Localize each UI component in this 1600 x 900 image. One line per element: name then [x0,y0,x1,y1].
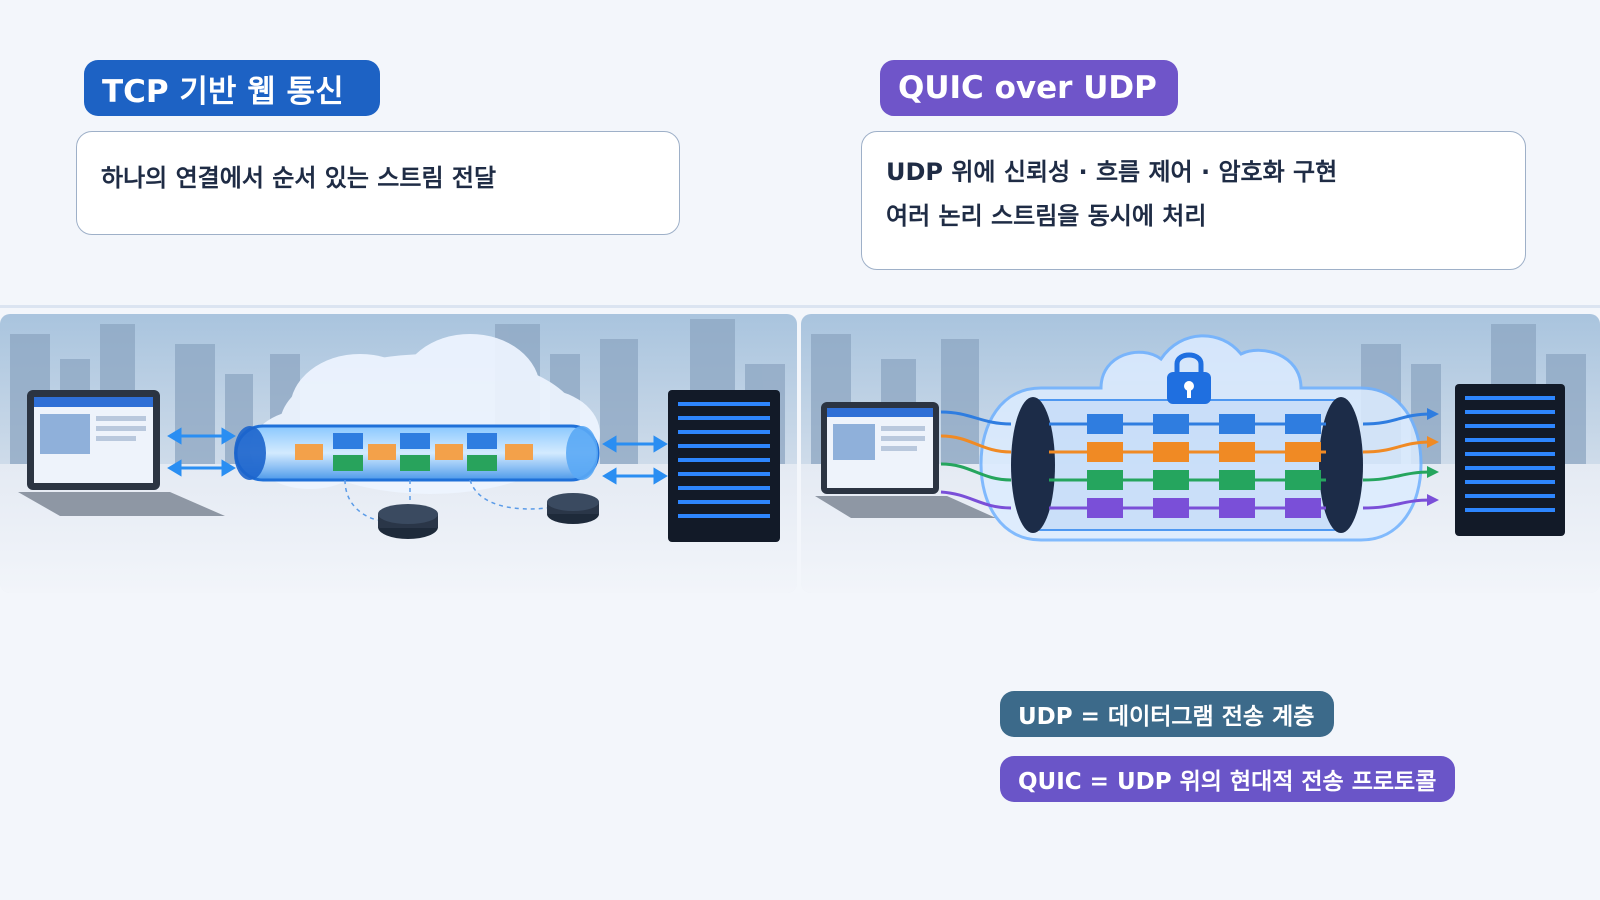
quic-definition-text: QUIC = UDP 위의 현대적 전송 프로토콜 [1018,769,1437,795]
quic-illustration-svg [801,314,1600,593]
stream-packets [1087,414,1321,518]
bidirectional-arrows-left [167,427,236,477]
quic-title-badge: QUIC over UDP [880,60,1178,116]
tcp-title-badge: TCP 기반 웹 통신 [84,60,380,116]
quic-illustration [801,314,1600,593]
tcp-title: TCP 기반 웹 통신 [102,73,344,110]
laptop-icon [18,390,225,516]
quic-description-card: UDP 위에 신뢰성 · 흐름 제어 · 암호화 구현 여러 논리 스트림을 동… [861,131,1526,270]
tcp-illustration-svg [0,314,797,593]
stream-arrows-right [1362,412,1432,510]
bidirectional-arrows-right [602,435,668,485]
router-icon [378,493,599,539]
udp-definition-text: UDP = 데이터그램 전송 계층 [1018,704,1315,730]
server-rack-icon [1455,384,1565,536]
tcp-description-card: 하나의 연결에서 순서 있는 스트림 전달 [76,131,680,235]
quic-definition-badge: QUIC = UDP 위의 현대적 전송 프로토콜 [1000,756,1455,802]
quic-description-line-1: UDP 위에 신뢰성 · 흐름 제어 · 암호화 구현 [886,158,1338,186]
tcp-illustration [0,314,797,593]
quic-title: QUIC over UDP [898,70,1157,106]
section-divider [0,305,1600,308]
laptop-icon [815,402,996,518]
pipe-tunnel-icon [234,424,600,482]
router-links [344,479,548,521]
server-rack-icon [668,390,780,542]
lock-icon [1167,352,1211,404]
tcp-description-line-1: 하나의 연결에서 순서 있는 스트림 전달 [101,164,497,192]
arrowheads-right [1427,408,1439,506]
udp-definition-badge: UDP = 데이터그램 전송 계층 [1000,691,1334,737]
packet-stream [295,433,533,471]
quic-description-line-2: 여러 논리 스트림을 동시에 처리 [886,202,1207,230]
stream-arrows-left [940,410,1012,510]
